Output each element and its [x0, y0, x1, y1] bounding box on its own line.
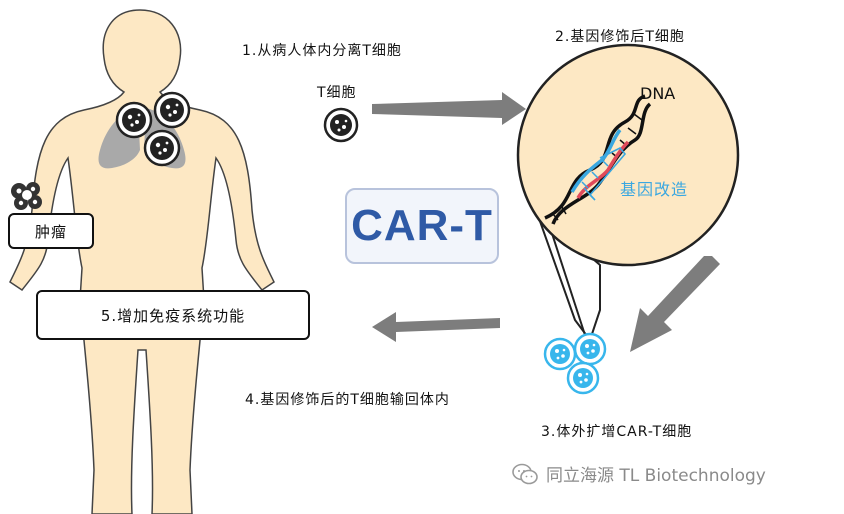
- cart-cell-1: [543, 337, 577, 371]
- step2-label: 2.基因修饰后T细胞: [555, 29, 685, 45]
- magnifier-circle: [516, 43, 740, 267]
- arrow-to-modification: [372, 92, 526, 125]
- watermark: 同立海源 TL Biotechnology: [512, 461, 766, 486]
- cart-cell-2: [573, 332, 607, 366]
- body-silhouette: [9, 9, 275, 514]
- gene-edit-bracket: [583, 147, 627, 201]
- tumor-cluster: [11, 182, 42, 210]
- step4-label: 4.基因修饰后的T细胞输回体内: [245, 392, 450, 408]
- cart-cell-3: [566, 361, 600, 395]
- wechat-icon: [512, 463, 538, 484]
- human-body: [9, 9, 275, 514]
- t-cell-body-1: [115, 101, 153, 139]
- tumor-label: 肿瘤: [8, 213, 94, 249]
- t-cell-body-2: [153, 91, 191, 129]
- gene-edit-label: 基因改造: [620, 180, 689, 199]
- step3-label: 3.体外扩增CAR-T细胞: [541, 424, 693, 440]
- dna-helix: [544, 94, 652, 225]
- arrow-back-to-body: [372, 312, 500, 342]
- dna-label: DNA: [640, 84, 676, 103]
- t-cell-body-3: [143, 129, 181, 167]
- t-cell-label: T细胞: [317, 85, 357, 101]
- isolated-t-cell: [323, 107, 359, 143]
- step1-label: 1.从病人体内分离T细胞: [242, 43, 402, 59]
- watermark-text: 同立海源 TL Biotechnology: [546, 466, 766, 486]
- arrow-to-expansion: [630, 256, 720, 352]
- step5-label: 5.增加免疫系统功能: [36, 290, 310, 340]
- expanded-cart-cells: [543, 332, 607, 395]
- body-t-cells: [115, 91, 191, 167]
- cart-badge: CAR-T: [345, 188, 499, 264]
